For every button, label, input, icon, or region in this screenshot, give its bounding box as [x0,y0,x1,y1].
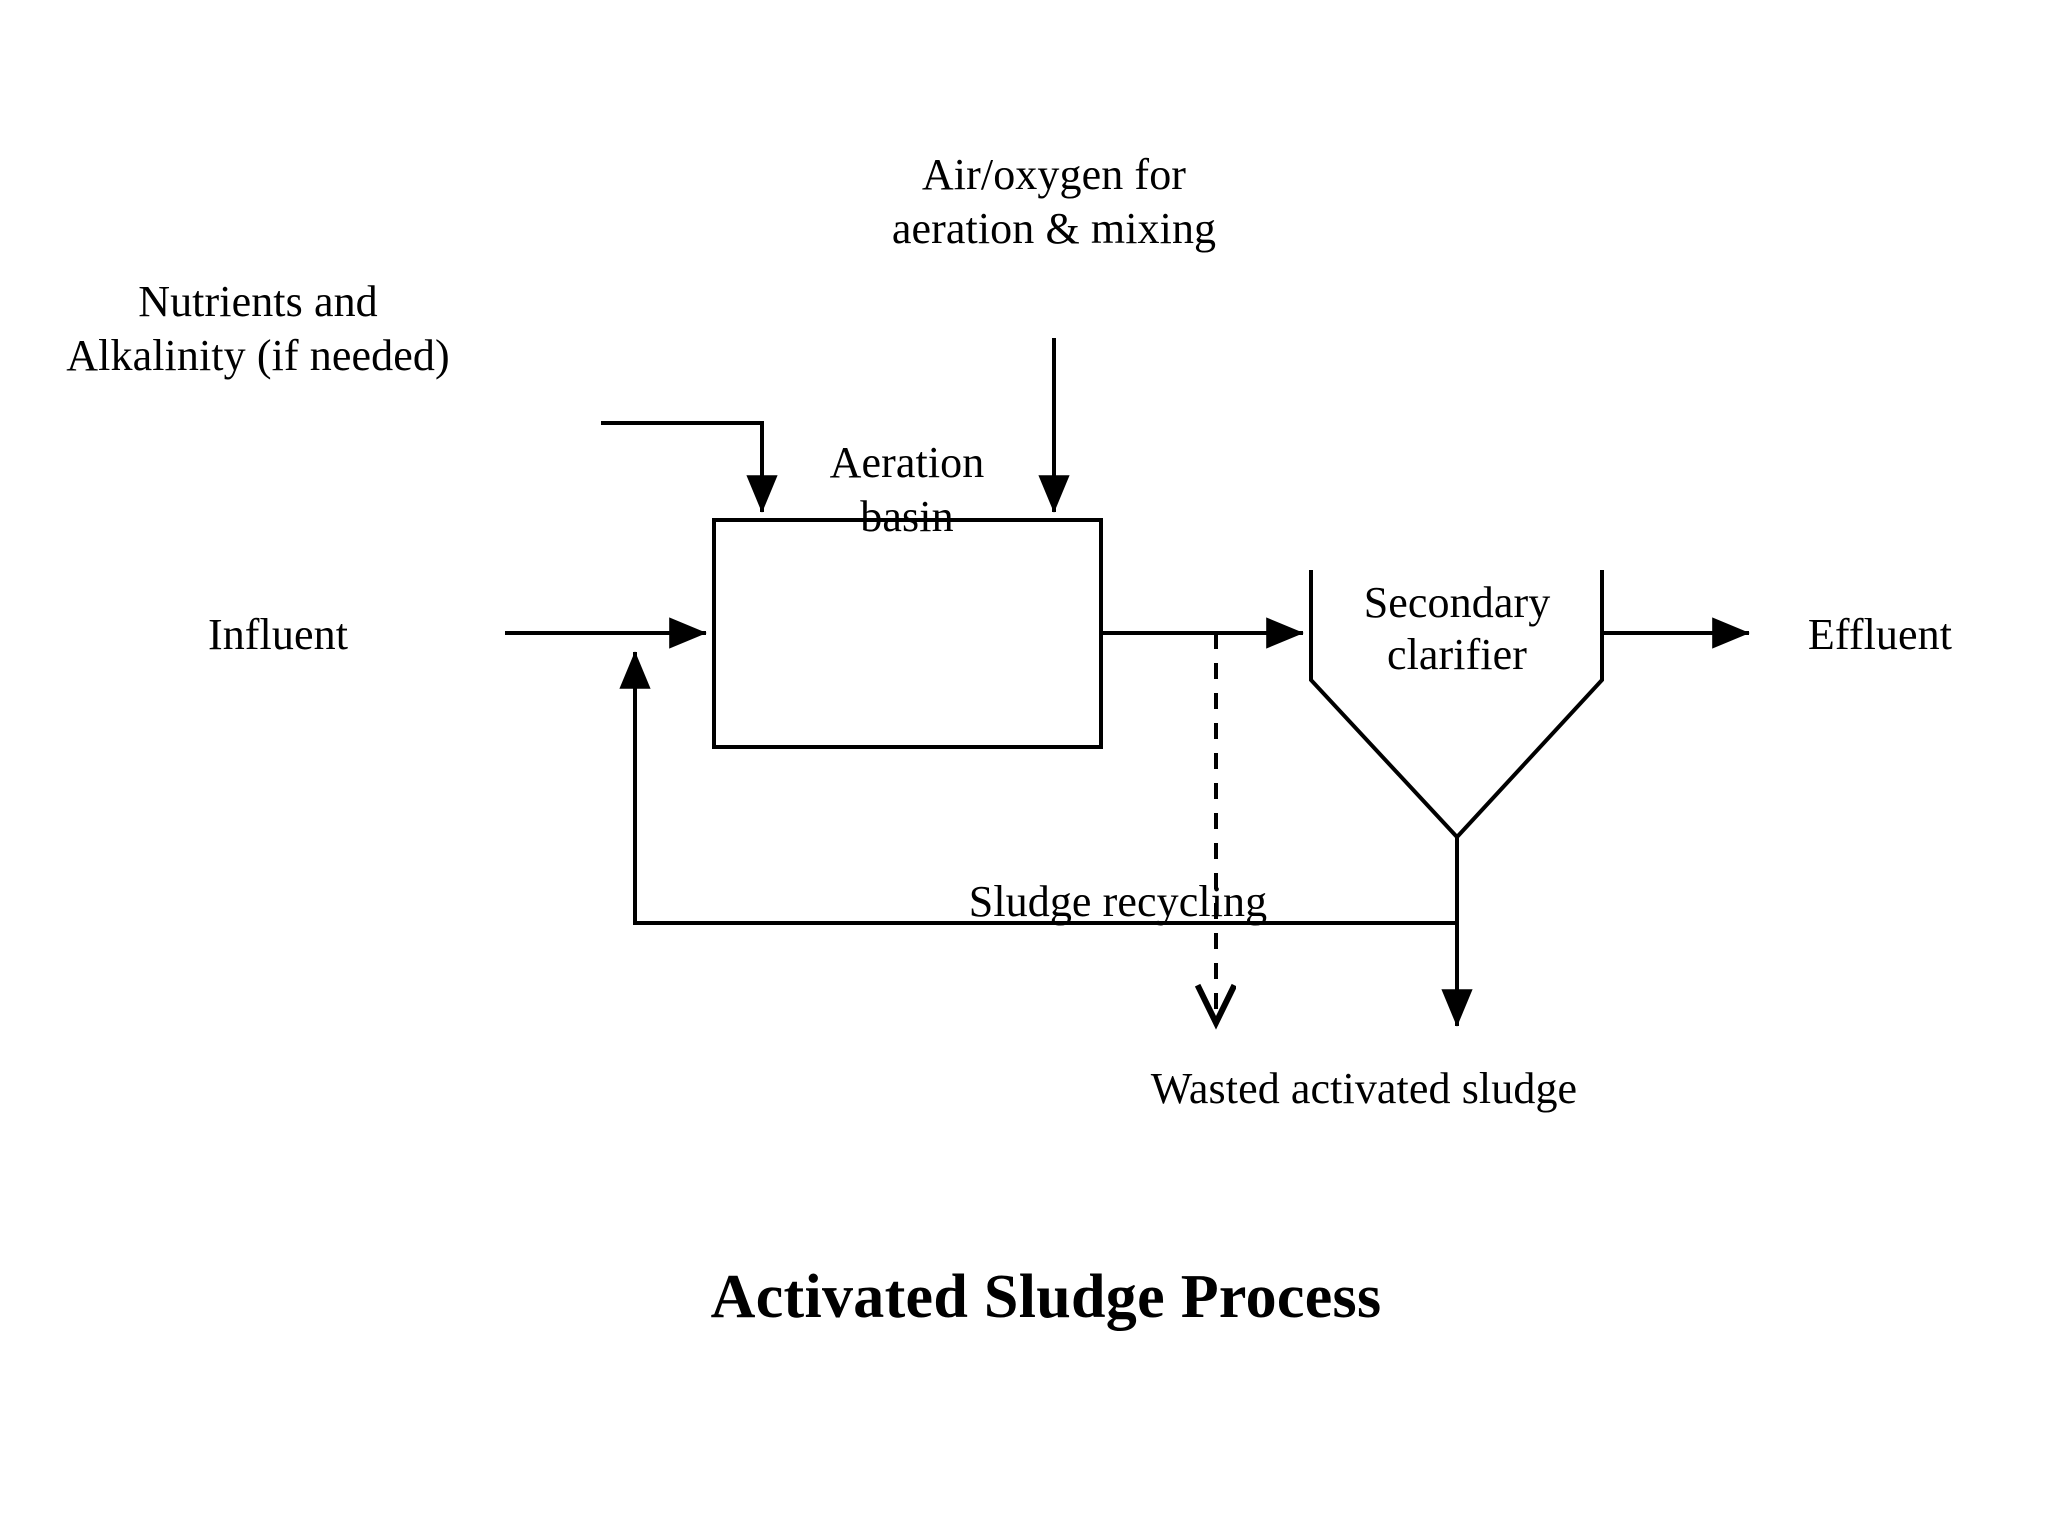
nutrients-label-line1: Nutrients and [138,277,378,326]
air-oxygen-label-line1: Air/oxygen for [921,150,1187,199]
aeration-basin-shape [712,518,1103,749]
secondary-clarifier-label-line2: clarifier [1386,629,1528,679]
diagram-title: Activated Sludge Process [710,1263,1382,1331]
air-oxygen-label-line2: aeration & mixing [891,203,1217,253]
sludge-recycling-label: Sludge recycling [968,877,1268,926]
aeration-basin-label-line2: basin [860,491,954,541]
influent-label: Influent [207,610,349,659]
effluent-label: Effluent [1807,610,1953,659]
aeration-basin-label-line1: Aeration [829,438,985,487]
nutrients-label-line2: Alkalinity (if needed) [66,330,450,380]
secondary-clarifier-label-line1: Secondary [1363,578,1551,627]
nutrients-flow-arrow [601,421,778,513]
wasted-activated-sludge-label: Wasted activated sludge [1150,1064,1578,1113]
sludge-recycling-flow-arrow [619,651,1457,925]
